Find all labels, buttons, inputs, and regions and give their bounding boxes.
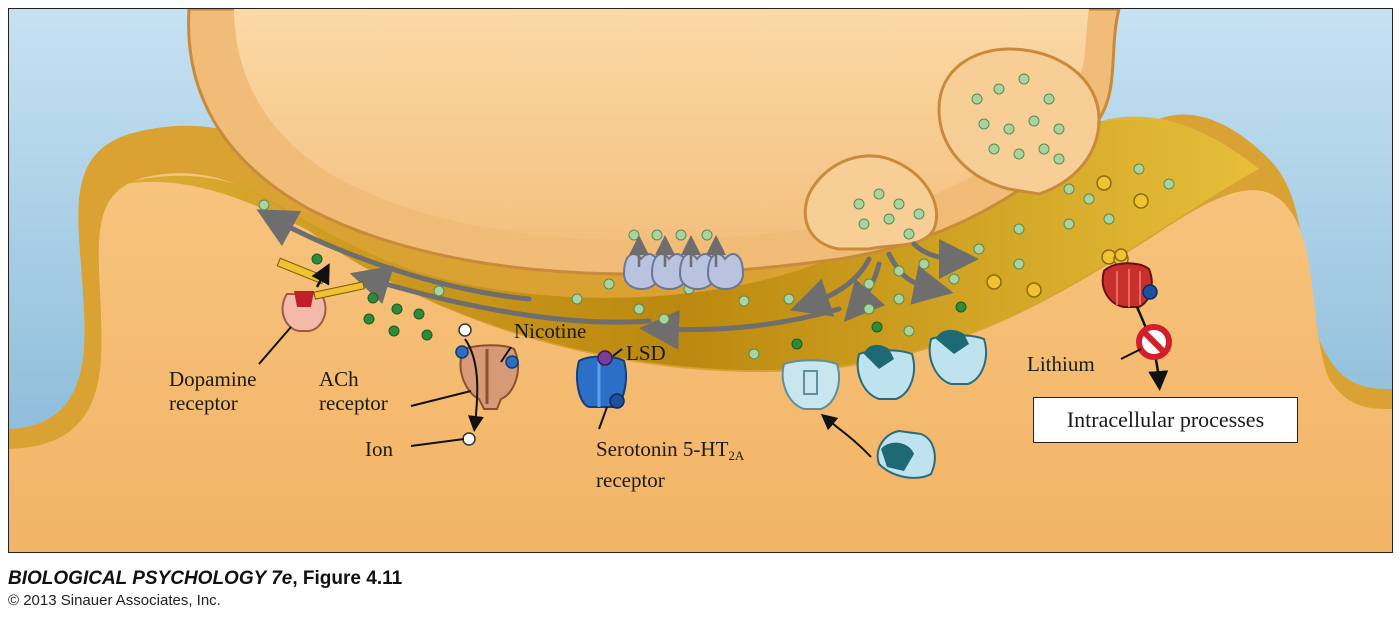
caption-figure-number: , Figure 4.11 <box>292 568 403 589</box>
synapse-figure: Dopamine receptor ACh receptor Ion Nicot… <box>8 8 1393 553</box>
serotonin-label-line2: receptor <box>596 468 665 492</box>
lithium-label: Lithium <box>1027 352 1095 376</box>
receptor-trafficking-arrow <box>820 413 872 458</box>
ach-receptor-label: ACh receptor <box>319 367 388 415</box>
postsynaptic-receptors <box>781 329 987 479</box>
nicotine-label: Nicotine <box>514 319 587 343</box>
caption-book-title: BIOLOGICAL PSYCHOLOGY 7e <box>8 568 293 589</box>
presynaptic-autoreceptors <box>622 253 745 290</box>
serotonin-label-subscript: 2A <box>728 448 745 463</box>
dopamine-label-line2: receptor <box>169 391 238 415</box>
autoreceptor-arrows <box>629 235 726 267</box>
ach-label-line2: receptor <box>319 391 388 415</box>
diffusion-arrows <box>256 209 979 350</box>
ion-label: Ion <box>365 437 393 461</box>
serotonin-receptor-label: Serotonin 5-HT2A receptor <box>596 437 744 492</box>
dopamine-receptor <box>276 257 365 332</box>
lsd-label: LSD <box>626 341 666 365</box>
serotonin-receptor <box>576 350 627 409</box>
ach-label-line1: ACh <box>319 367 359 391</box>
prohibit-icon <box>1136 324 1172 360</box>
serotonin-label-line1: Serotonin 5-HT2A <box>596 437 744 468</box>
vesicle-fusing-small <box>803 154 939 251</box>
leader-lines <box>258 326 1142 447</box>
nicotine-molecules <box>311 253 967 350</box>
ach-receptor <box>455 323 520 446</box>
caption-copyright: © 2013 Sinauer Associates, Inc. <box>8 592 221 609</box>
serotonin-label-text: Serotonin 5-HT <box>596 437 729 461</box>
caption-title: BIOLOGICAL PSYCHOLOGY 7e, Figure 4.11 <box>8 567 402 591</box>
figure-caption: BIOLOGICAL PSYCHOLOGY 7e, Figure 4.11 © … <box>8 567 402 611</box>
dopamine-receptor-label: Dopamine receptor <box>169 367 256 415</box>
intracellular-processes-label: Intracellular processes <box>1066 407 1265 432</box>
dopamine-label-line1: Dopamine <box>169 367 257 391</box>
intracellular-processes-box: Intracellular processes <box>1033 397 1298 443</box>
